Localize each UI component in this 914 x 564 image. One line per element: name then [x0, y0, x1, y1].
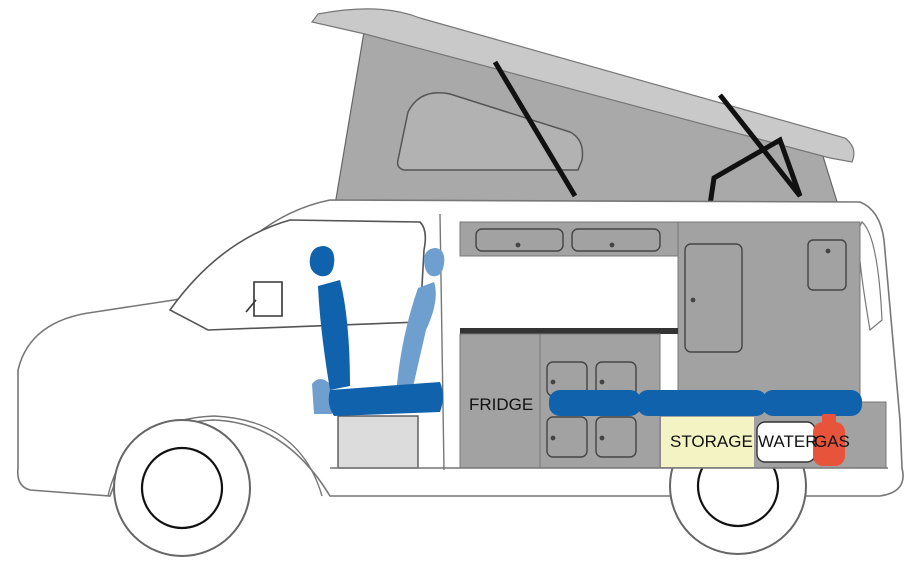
gas-label: GAS [814, 432, 850, 451]
fridge-label: FRIDGE [469, 395, 533, 414]
cupboard-door [546, 416, 588, 458]
wardrobe [677, 221, 861, 403]
gas-bottle-body [813, 422, 845, 466]
roof-strut-right [707, 93, 803, 206]
upper-locker-door-left [475, 228, 564, 252]
passenger-cushion-back [312, 379, 332, 414]
fridge-cabinet [459, 333, 541, 469]
front-wheel [113, 419, 251, 557]
cupboard-knob [550, 435, 556, 441]
rear-locker-door [807, 239, 847, 291]
wardrobe-knob [690, 297, 696, 303]
water-label: WATER [758, 432, 818, 451]
storage-label: STORAGE [670, 432, 753, 451]
driver-seat [309, 246, 443, 416]
storage-compartment [661, 417, 754, 467]
passenger-headrest [424, 248, 445, 277]
seat-base [337, 415, 419, 469]
bench-cushion [549, 390, 641, 416]
passenger-seat [312, 248, 445, 414]
driver-backrest [318, 280, 350, 390]
roof-cap [310, 8, 855, 163]
pop-up-roof [310, 8, 855, 206]
upper-lockers [459, 221, 679, 257]
rear-locker-knob [825, 248, 831, 254]
side-mirror [253, 281, 283, 317]
locker-knob [515, 242, 521, 248]
passenger-backrest [396, 282, 436, 400]
cupboard-door [595, 416, 637, 458]
wardrobe-door [684, 243, 743, 353]
upper-locker-door-right [571, 228, 661, 252]
side-mirror-arm [245, 299, 257, 313]
gas-bottle [813, 414, 845, 466]
worktop [460, 328, 678, 334]
roof-window [396, 92, 584, 171]
cab-window [168, 219, 427, 331]
cupboard-knob [599, 379, 605, 385]
roof-strut-left [492, 60, 578, 198]
gas-bottle-valve [822, 414, 836, 424]
cupboard-knob [550, 379, 556, 385]
cupboard-knob [599, 435, 605, 441]
locker-knob [609, 242, 615, 248]
bench-cushion [762, 390, 862, 416]
driver-headrest [309, 246, 335, 277]
driver-cushion [328, 382, 443, 416]
bench-cushion [637, 390, 767, 416]
bench-cushions [549, 390, 862, 416]
